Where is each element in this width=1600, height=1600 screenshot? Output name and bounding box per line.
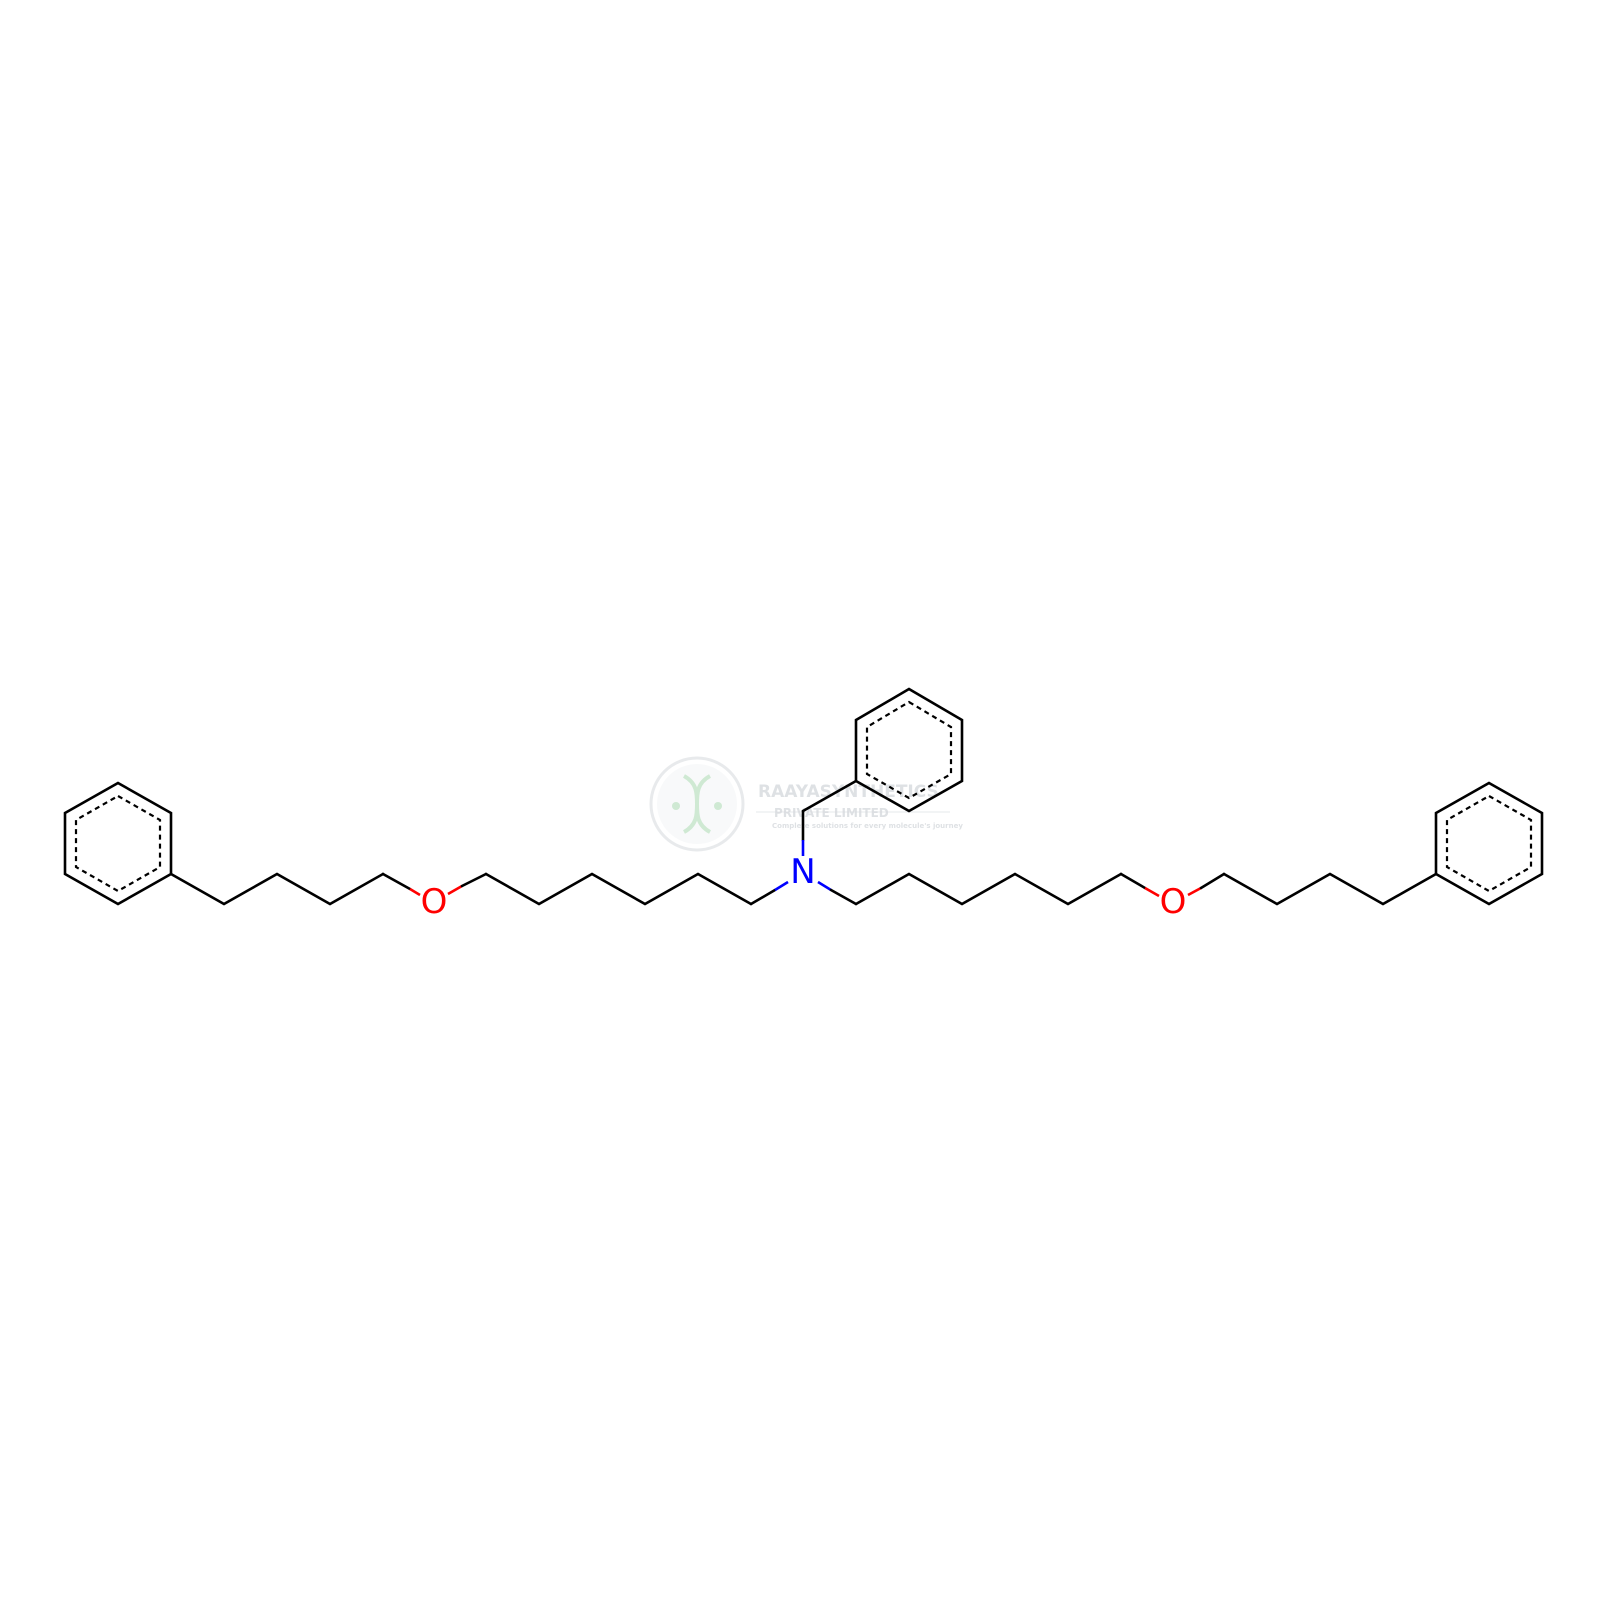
right-butyl-chain <box>1187 872 1438 906</box>
benzyl-methylene <box>801 779 858 856</box>
watermark-line3: Complete solutions for every molecule's … <box>772 822 963 830</box>
right-phenyl-ring <box>1434 781 1544 906</box>
atom-oxygen-right: O <box>1160 882 1187 922</box>
left-phenyl-ring <box>63 781 173 906</box>
watermark-line2: PRIVATE LIMITED <box>774 806 889 820</box>
left-hexyl-chain <box>447 872 789 906</box>
bond-o-left-1 <box>409 887 421 897</box>
atom-oxygen-left: O <box>421 882 448 922</box>
watermark-helix-icon <box>682 774 712 834</box>
right-hexyl-chain <box>817 872 1160 906</box>
watermark-logo <box>649 756 745 852</box>
left-butyl-chain <box>169 872 421 906</box>
watermark-line1: RAAYASYNTHETICS <box>758 782 939 802</box>
watermark-circle <box>649 756 745 852</box>
benzyl-phenyl-ring <box>854 687 964 813</box>
atom-nitrogen: N <box>790 852 815 892</box>
